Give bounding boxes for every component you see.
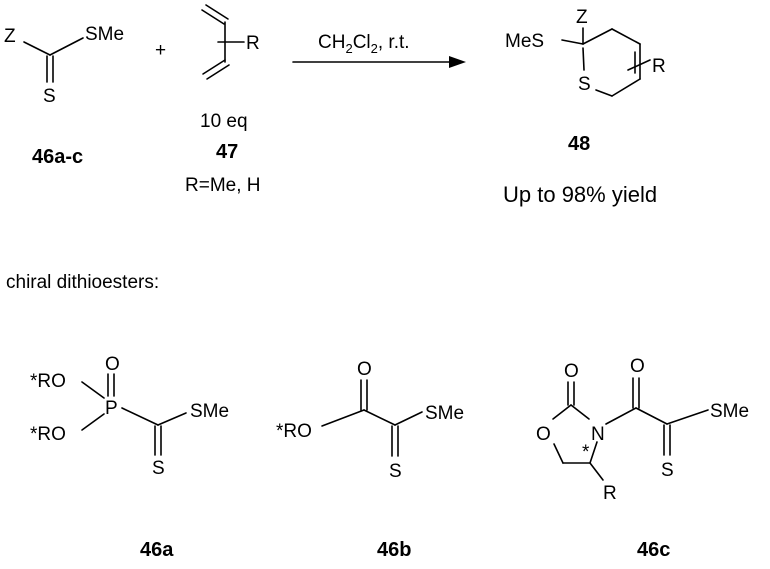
bond-o-c5 xyxy=(553,443,564,464)
bond-ro-c xyxy=(321,409,365,427)
atom-s: S xyxy=(43,86,56,107)
atom-o-ring: O xyxy=(536,424,551,445)
bond-c2-c3 xyxy=(582,28,613,45)
compound-label-46a: 46a xyxy=(140,539,174,561)
yield-text: Up to 98% yield xyxy=(503,182,657,207)
bond-c-sme xyxy=(394,411,423,426)
atom-z: Z xyxy=(4,26,16,47)
bond-ro-top-p xyxy=(81,381,105,399)
compound-label-48: 48 xyxy=(568,133,590,155)
bond-c-c xyxy=(635,407,668,425)
equivalents-text: 10 eq xyxy=(200,111,248,132)
atom-s: S xyxy=(578,74,591,95)
arrow-head xyxy=(449,56,466,68)
compound-label-46a-c: 46a-c xyxy=(32,146,83,168)
atom-sme: SMe xyxy=(85,24,124,45)
reactant-diene-47: R 10 eq 47 R=Me, H xyxy=(185,4,261,196)
bond-c2-n xyxy=(570,404,590,420)
atom-ro-bottom: *RO xyxy=(30,424,66,445)
bond-p-c xyxy=(121,407,159,426)
chiral-dithioester-46c: O O N O SMe S R * 46c xyxy=(536,356,749,561)
bond-c-c xyxy=(363,409,396,426)
atom-s: S xyxy=(389,461,402,482)
bond-z-c xyxy=(23,41,51,56)
bond-terminal-bottom-b xyxy=(206,64,230,80)
atom-r: R xyxy=(246,33,260,54)
product-thiopyran-48: Z MeS S R 48 Up to 98% yield xyxy=(503,7,666,207)
bond-c5-c6 xyxy=(611,78,641,97)
bond-c4-n xyxy=(589,441,598,464)
atom-ro: *RO xyxy=(276,421,312,442)
compound-label-46c: 46c xyxy=(637,539,670,561)
atom-sme: SMe xyxy=(710,401,749,422)
compound-label-46b: 46b xyxy=(377,539,411,561)
conditions-text: CH2Cl2, r.t. xyxy=(318,32,410,56)
atom-mes: MeS xyxy=(505,31,544,52)
atom-n: N xyxy=(591,424,605,445)
atom-r: R xyxy=(603,483,617,504)
bond-p-ro-bottom xyxy=(81,413,105,431)
atom-sme: SMe xyxy=(190,401,229,422)
atom-r: R xyxy=(652,56,666,77)
atom-sme: SMe xyxy=(425,403,464,424)
bond-c6-s xyxy=(595,89,613,97)
bond-s-c2 xyxy=(582,47,585,71)
bond-terminal-top-b xyxy=(205,4,229,20)
compound-label-47: 47 xyxy=(216,141,238,163)
bond-c-sme xyxy=(157,412,187,426)
atom-o: O xyxy=(105,354,120,375)
bond-c-sme xyxy=(666,409,709,425)
atom-s: S xyxy=(661,460,674,481)
section-title: chiral dithioesters: xyxy=(6,272,159,293)
atom-o-ketone: O xyxy=(630,356,645,377)
atom-s: S xyxy=(152,458,165,479)
r-definition: R=Me, H xyxy=(185,175,261,196)
chiral-dithioester-46b: O *RO SMe S 46b xyxy=(276,359,464,561)
bond-n-c xyxy=(605,407,637,425)
bond-c2-o-ring xyxy=(552,404,572,420)
atom-o-carbonyl: O xyxy=(564,361,579,382)
bond-c-s xyxy=(49,37,84,56)
bond-substituent-r xyxy=(627,59,651,71)
bond-c3-c4 xyxy=(611,28,641,45)
bond-c4-r xyxy=(589,462,604,481)
atom-p: P xyxy=(105,398,118,419)
chiral-dithioester-46a: O *RO P *RO SMe S 46a xyxy=(30,354,229,561)
bond-terminal-top-a xyxy=(201,9,225,25)
stereo-mark: * xyxy=(582,442,590,463)
atom-ro-top: *RO xyxy=(30,371,66,392)
atom-z: Z xyxy=(576,7,588,28)
bond-c2-sme xyxy=(561,39,584,45)
reaction-arrow: CH2Cl2, r.t. xyxy=(292,32,466,68)
reactant-dithioester-46a-c: Z SMe S 46a-c xyxy=(4,24,124,168)
plus-sign: + xyxy=(155,40,166,61)
atom-o: O xyxy=(357,359,372,380)
bond-terminal-bottom-a xyxy=(202,59,226,75)
